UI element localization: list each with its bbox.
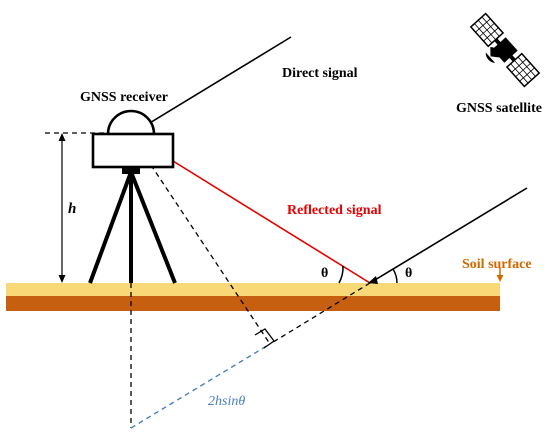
theta-arc-left xyxy=(338,265,344,284)
path-difference-line xyxy=(130,343,271,429)
satellite-icon xyxy=(469,12,541,88)
direct-signal-label: Direct signal xyxy=(282,66,358,81)
gnss-satellite-label: GNSS satellite xyxy=(456,101,542,116)
theta-arc-right xyxy=(392,268,398,284)
soil-subsurface-layer xyxy=(6,296,500,311)
soil-surface-arrowhead xyxy=(496,275,504,282)
soil-surface-label: Soil surface xyxy=(462,257,532,272)
theta-right-label: θ xyxy=(405,266,412,281)
tripod xyxy=(88,166,177,284)
gnss-receiver-label: GNSS receiver xyxy=(80,90,168,105)
reflected-signal-label: Reflected signal xyxy=(287,203,382,218)
right-angle-marker xyxy=(254,328,275,349)
incident-signal-line xyxy=(369,187,528,284)
theta-left-label: θ xyxy=(321,266,328,281)
height-arrow-up xyxy=(58,133,66,141)
reflection-arrowhead xyxy=(368,276,378,284)
receiver-icon xyxy=(91,109,175,169)
direct-signal-line xyxy=(129,36,292,136)
signal-extension-dashed-line xyxy=(269,282,371,345)
height-label: h xyxy=(68,201,76,217)
height-arrow-down xyxy=(58,275,66,283)
path-difference-label: 2hsinθ xyxy=(208,394,245,409)
soil-surface-layer xyxy=(6,283,500,296)
receiver-to-image-dashed-line xyxy=(130,134,271,345)
